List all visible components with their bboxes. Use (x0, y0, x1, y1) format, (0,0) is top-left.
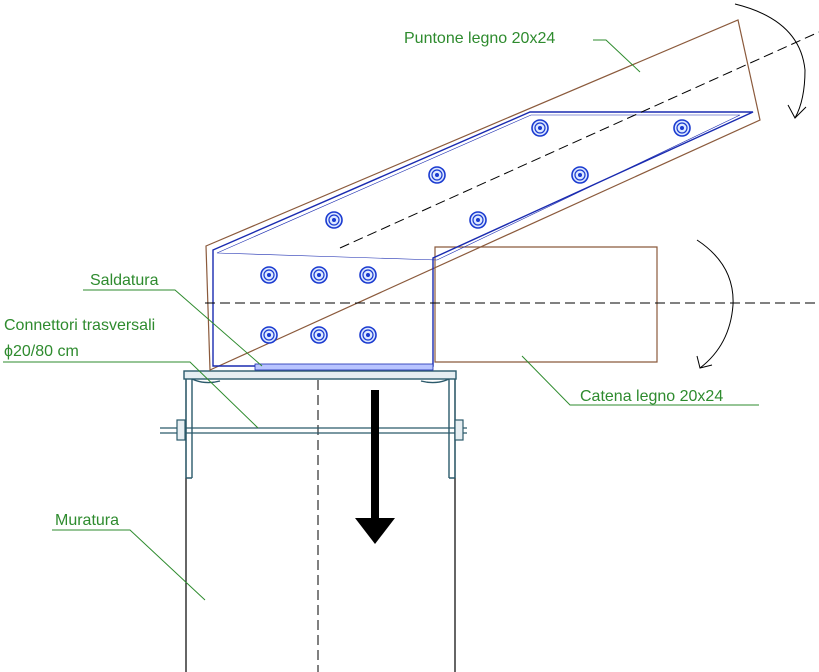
weld-label: Saldatura (90, 272, 159, 289)
rotation-arrow-icon (696, 239, 734, 369)
weld-seam (254, 363, 434, 371)
bolt-group (260, 119, 691, 344)
bolt-icon (325, 211, 343, 229)
masonry-wall (185, 378, 456, 672)
bolt-icon (359, 326, 377, 344)
connectors-label-line2: ϕ20/80 cm (4, 343, 79, 360)
bolt-icon (428, 166, 446, 184)
center-lines (205, 31, 819, 304)
leader-lines (3, 39, 759, 601)
bolt-icon (260, 326, 278, 344)
connectors-label-line1: Connettori trasversali (4, 317, 155, 334)
tie-beam-label: Catena legno 20x24 (580, 388, 723, 405)
bolt-icon (531, 119, 549, 137)
bolt-icon (310, 326, 328, 344)
down-arrow-icon (355, 390, 395, 544)
bolt-icon (673, 119, 691, 137)
steel-gusset-plate (212, 111, 754, 367)
bolt-icon (310, 266, 328, 284)
rotation-arrow-icon (734, 3, 807, 119)
bolt-icon (571, 166, 589, 184)
transverse-connector-rod (160, 419, 467, 441)
masonry-label: Muratura (55, 512, 119, 529)
bolt-icon (260, 266, 278, 284)
bolt-icon (359, 266, 377, 284)
strut-label: Puntone legno 20x24 (404, 30, 555, 47)
timber-strut (205, 19, 761, 371)
steel-channel-profiles (183, 370, 457, 479)
bolt-icon (469, 211, 487, 229)
timber-tie-beam (434, 246, 658, 363)
